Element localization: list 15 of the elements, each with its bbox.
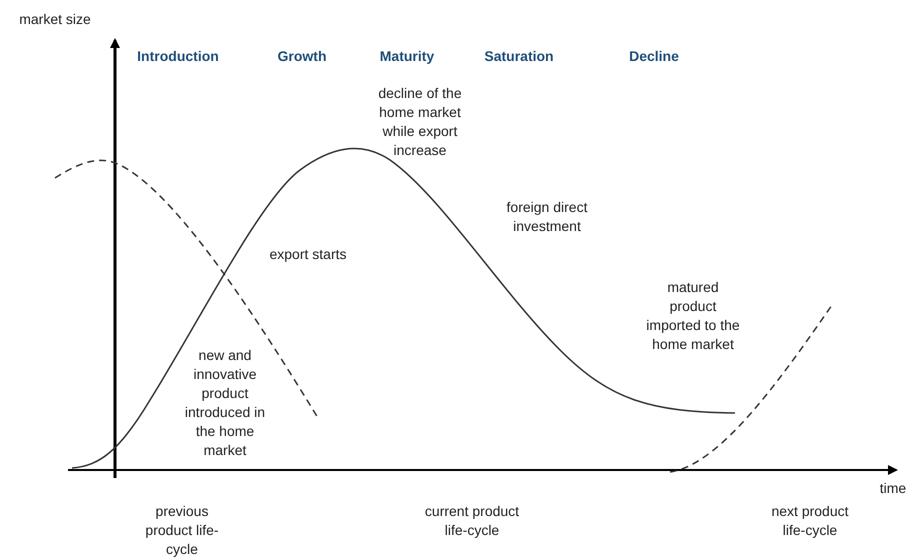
- axis-label: time: [878, 479, 908, 498]
- phase-label: Growth: [276, 47, 328, 66]
- annotation-text: decline of the home market while export increase: [377, 84, 463, 160]
- annotation-text: export starts: [268, 245, 348, 264]
- phase-label: Introduction: [136, 47, 220, 66]
- annotation-text: foreign direct investment: [506, 198, 588, 236]
- cycle-label: previous product life-cycle: [144, 502, 220, 558]
- annotation-text: matured product imported to the home market: [645, 278, 741, 354]
- axis-label: market size: [18, 10, 92, 29]
- cycle-label: next product life-cycle: [770, 502, 850, 540]
- phase-label: Saturation: [483, 47, 555, 66]
- annotation-text: new and innovative product introduced in the home market: [184, 346, 266, 460]
- phase-label: Maturity: [378, 47, 436, 66]
- phase-label: Decline: [628, 47, 680, 66]
- cycle-label: current product life-cycle: [424, 502, 520, 540]
